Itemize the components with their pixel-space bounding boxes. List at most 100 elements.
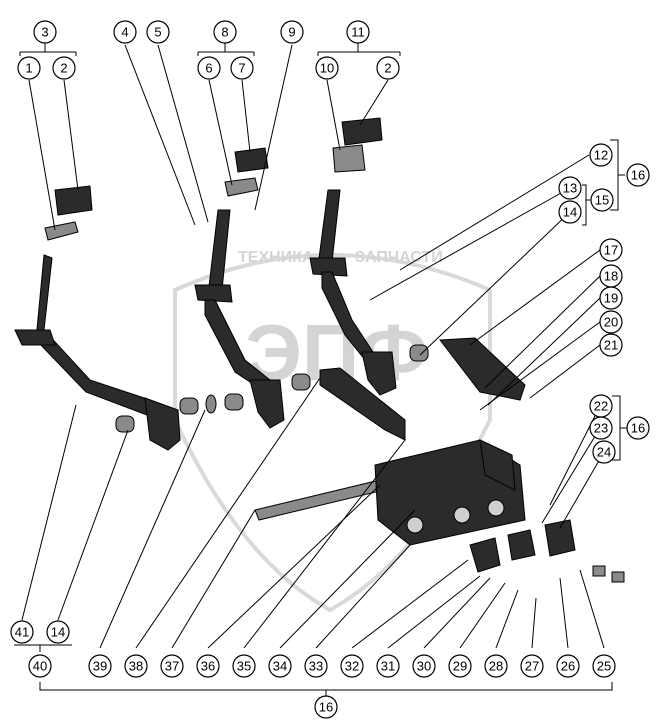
callout-18: 18 (599, 264, 623, 288)
mounting-plate (374, 439, 526, 546)
svg-text:39: 39 (93, 659, 107, 674)
callout-25: 25 (592, 654, 616, 678)
callout-14-top: 14 (558, 200, 582, 224)
callout-38: 38 (124, 654, 148, 678)
callout-7: 7 (230, 56, 254, 80)
callout-13: 13 (558, 176, 582, 200)
svg-text:19: 19 (604, 291, 618, 306)
svg-text:16: 16 (631, 168, 645, 183)
callout-16-top: 16 (626, 163, 650, 187)
svg-text:34: 34 (273, 659, 287, 674)
svg-text:2: 2 (60, 61, 67, 76)
callout-34: 34 (268, 654, 292, 678)
callout-23: 23 (589, 416, 613, 440)
svg-text:40: 40 (33, 659, 47, 674)
svg-text:13: 13 (563, 181, 577, 196)
callout-8: 8 (213, 20, 237, 44)
svg-text:1: 1 (25, 61, 32, 76)
svg-text:15: 15 (595, 193, 609, 208)
cylinder-assemblies (469, 519, 625, 583)
callout-1: 1 (17, 56, 41, 80)
watermark-line1: ТЕХНИКА (238, 249, 314, 266)
callout-5: 5 (146, 20, 170, 44)
left-pedal-lever (14, 185, 181, 451)
callout-2-right: 2 (376, 56, 400, 80)
callout-33: 33 (304, 654, 328, 678)
svg-text:38: 38 (129, 659, 143, 674)
svg-text:32: 32 (345, 659, 359, 674)
callout-35: 35 (232, 654, 256, 678)
svg-text:41: 41 (15, 625, 29, 640)
svg-text:3: 3 (41, 25, 48, 40)
callout-20: 20 (599, 310, 623, 334)
callout-32: 32 (340, 654, 364, 678)
callout-4: 4 (113, 20, 137, 44)
callout-28: 28 (484, 654, 508, 678)
callout-9: 9 (280, 20, 304, 44)
svg-text:25: 25 (597, 659, 611, 674)
callout-12: 12 (589, 143, 613, 167)
svg-text:10: 10 (320, 61, 334, 76)
svg-text:16: 16 (631, 421, 645, 436)
svg-text:4: 4 (121, 25, 128, 40)
svg-text:24: 24 (597, 445, 611, 460)
svg-text:9: 9 (288, 25, 295, 40)
callout-21: 21 (599, 333, 623, 357)
callout-11: 11 (346, 20, 370, 44)
svg-text:37: 37 (165, 659, 179, 674)
callout-36: 36 (196, 654, 220, 678)
callout-24: 24 (592, 440, 616, 464)
svg-text:22: 22 (594, 399, 608, 414)
callout-3: 3 (33, 20, 57, 44)
svg-text:6: 6 (205, 61, 212, 76)
svg-text:2: 2 (384, 61, 391, 76)
callout-30: 30 (412, 654, 436, 678)
callout-16-mid: 16 (626, 416, 650, 440)
callout-26: 26 (556, 654, 580, 678)
svg-text:16: 16 (319, 700, 333, 715)
callout-10: 10 (315, 56, 339, 80)
bracket-part (439, 337, 526, 401)
svg-text:17: 17 (604, 243, 618, 258)
watermark-line2: ЗАПЧАСТИ (355, 249, 443, 266)
svg-text:30: 30 (417, 659, 431, 674)
callout-22: 22 (589, 394, 613, 418)
callout-37: 37 (160, 654, 184, 678)
svg-text:36: 36 (201, 659, 215, 674)
svg-text:14: 14 (51, 625, 65, 640)
svg-text:14: 14 (563, 205, 577, 220)
svg-text:18: 18 (604, 269, 618, 284)
callout-6: 6 (197, 56, 221, 80)
svg-text:12: 12 (594, 148, 608, 163)
callout-41: 41 (10, 620, 34, 644)
svg-text:20: 20 (604, 315, 618, 330)
callout-27: 27 (520, 654, 544, 678)
svg-text:21: 21 (604, 338, 618, 353)
callout-29: 29 (448, 654, 472, 678)
callout-16-bottom: 16 (314, 695, 338, 719)
svg-text:31: 31 (381, 659, 395, 674)
pedal-shaft (115, 344, 429, 521)
svg-text:35: 35 (237, 659, 251, 674)
svg-text:33: 33 (309, 659, 323, 674)
callout-40: 40 (28, 654, 52, 678)
svg-text:23: 23 (594, 421, 608, 436)
svg-text:26: 26 (561, 659, 575, 674)
svg-text:27: 27 (525, 659, 539, 674)
callout-2-left: 2 (52, 56, 76, 80)
svg-text:11: 11 (351, 25, 365, 40)
right-pedal-lever (309, 117, 397, 396)
svg-text:29: 29 (453, 659, 467, 674)
svg-text:5: 5 (154, 25, 161, 40)
callout-14-bottom: 14 (46, 620, 70, 644)
callout-17: 17 (599, 238, 623, 262)
callout-19: 19 (599, 286, 623, 310)
callout-39: 39 (88, 654, 112, 678)
callout-31: 31 (376, 654, 400, 678)
svg-text:7: 7 (238, 61, 245, 76)
svg-text:8: 8 (221, 25, 228, 40)
callout-15: 15 (590, 188, 614, 212)
middle-pedal-lever (194, 147, 285, 429)
